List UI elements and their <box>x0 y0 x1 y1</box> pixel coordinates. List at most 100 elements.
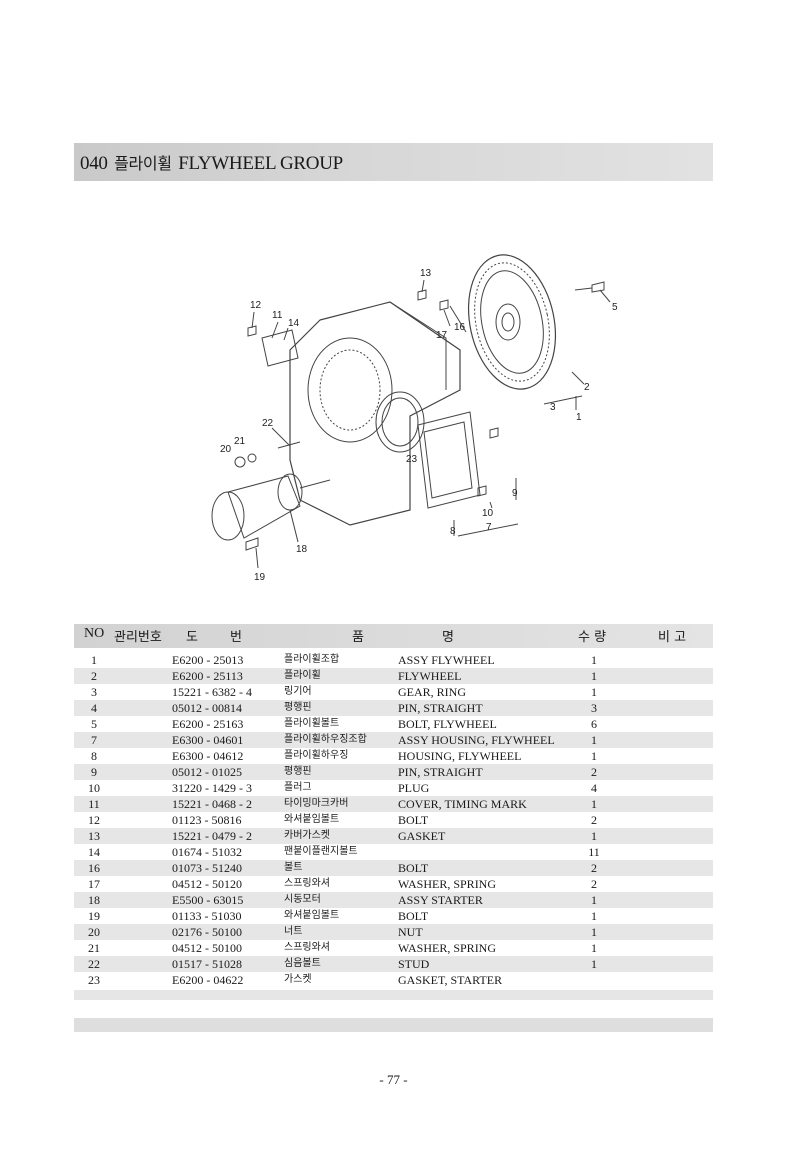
row-no: 16 <box>88 861 100 875</box>
row-no: 22 <box>88 957 100 971</box>
row-name-korean: 링기어 <box>284 686 312 697</box>
row-qty: 6 <box>591 717 597 731</box>
table-row: 4 05012 - 00814 평행핀 PIN, STRAIGHT 3 <box>74 700 713 716</box>
row-code: E6200 - 25163 <box>172 717 244 731</box>
header-code: 관리번호 <box>114 630 162 645</box>
row-no: 3 <box>91 685 97 699</box>
row-code: 01133 - 51030 <box>172 909 242 923</box>
row-name-english: STUD <box>398 957 430 971</box>
row-name-english: COVER, TIMING MARK <box>398 797 527 811</box>
row-code: E6200 - 25113 <box>172 669 243 683</box>
row-no: 19 <box>88 909 100 923</box>
row-name-korean: 볼트 <box>284 862 303 873</box>
row-qty: 1 <box>591 685 597 699</box>
row-name-korean: 플라이휠하우징조합 <box>284 734 367 745</box>
row-name-english: GASKET, STARTER <box>398 973 503 987</box>
callout-18: 18 <box>296 544 308 555</box>
row-name-korean: 너트 <box>284 926 303 937</box>
row-no: 8 <box>91 749 97 763</box>
row-code: E5500 - 63015 <box>172 893 244 907</box>
callout-10: 10 <box>482 508 494 519</box>
row-code: 05012 - 00814 <box>172 701 242 715</box>
row-name-english: PLUG <box>398 781 430 795</box>
page-number: - 77 - <box>379 1072 408 1087</box>
callout-8: 8 <box>450 526 456 537</box>
callout-21: 21 <box>234 436 246 447</box>
row-code: 01674 - 51032 <box>172 845 242 859</box>
header-part-no-1: 도 <box>186 630 198 645</box>
header-remarks: 비 고 <box>658 630 687 645</box>
row-name-korean: 플라이휠 <box>284 670 321 681</box>
row-no: 7 <box>91 733 97 747</box>
row-name-english: BOLT <box>398 813 429 827</box>
row-qty: 1 <box>591 909 597 923</box>
row-no: 5 <box>91 717 97 731</box>
row-name-korean: 플러그 <box>284 782 312 793</box>
row-name-english: WASHER, SPRING <box>398 877 497 891</box>
row-no: 9 <box>91 765 97 779</box>
row-no: 2 <box>91 669 97 683</box>
row-code: E6200 - 25013 <box>172 653 244 667</box>
row-name-korean: 플라이휠하우징 <box>284 750 349 761</box>
callout-20: 20 <box>220 444 232 455</box>
row-name-korean: 심음볼트 <box>284 958 321 969</box>
row-name-korean: 평행핀 <box>284 702 312 713</box>
row-name-english: WASHER, SPRING <box>398 941 497 955</box>
callout-5: 5 <box>612 302 618 313</box>
row-no: 11 <box>88 797 100 811</box>
table-row: 23 E6200 - 04622 가스켓 GASKET, STARTER <box>74 972 713 988</box>
callout-13: 14 <box>288 318 300 329</box>
table-footer-band-2 <box>74 1018 713 1032</box>
callout-22: 22 <box>262 418 274 429</box>
row-name-korean: 와셔붙임볼트 <box>284 910 340 921</box>
row-qty: 4 <box>591 781 597 795</box>
row-code: 04512 - 50100 <box>172 941 242 955</box>
row-name-korean: 와셔붙임볼트 <box>284 814 340 825</box>
row-qty: 1 <box>591 941 597 955</box>
header-part-no-2: 번 <box>230 630 242 645</box>
row-no: 13 <box>88 829 100 843</box>
row-qty: 2 <box>591 813 597 827</box>
row-name-english: ASSY FLYWHEEL <box>398 653 495 667</box>
row-qty: 11 <box>588 845 600 859</box>
row-no: 4 <box>91 701 97 715</box>
row-code: E6200 - 04622 <box>172 973 244 987</box>
row-code: 04512 - 50120 <box>172 877 242 891</box>
row-qty: 2 <box>591 861 597 875</box>
row-qty: 1 <box>591 925 597 939</box>
table-row: 8 E6300 - 04612 플라이휠하우징 HOUSING, FLYWHEEL 1 <box>74 748 713 764</box>
callout-1: 1 <box>576 412 582 423</box>
row-name-english: PIN, STRAIGHT <box>398 765 483 779</box>
row-name-english: HOUSING, FLYWHEEL <box>398 749 522 763</box>
callout-2: 2 <box>584 382 590 393</box>
row-name-korean: 가스켓 <box>284 974 312 985</box>
row-name-english: BOLT <box>398 861 429 875</box>
row-name-korean: 팬붙이플랜지볼트 <box>284 846 358 857</box>
row-no: 20 <box>88 925 100 939</box>
row-name-korean: 시동모터 <box>284 894 321 905</box>
callout-12: 12 <box>250 300 262 311</box>
row-name-korean: 평행핀 <box>284 766 312 777</box>
section-title-bar: 040 플라이휠 FLYWHEEL GROUP <box>74 143 713 181</box>
callout-7: 7 <box>486 522 492 533</box>
row-name-english: PIN, STRAIGHT <box>398 701 483 715</box>
row-qty: 3 <box>591 701 597 715</box>
parts-table-header: NO 관리번호 도 번 품 명 수 량 비 고 <box>74 624 713 648</box>
row-no: 23 <box>88 973 100 987</box>
callout-19: 19 <box>254 572 266 583</box>
row-no: 1 <box>91 653 97 667</box>
row-qty: 1 <box>591 749 597 763</box>
row-code: E6300 - 04612 <box>172 749 244 763</box>
row-code: 15221 - 0479 - 2 <box>172 829 252 843</box>
row-no: 14 <box>88 845 100 859</box>
